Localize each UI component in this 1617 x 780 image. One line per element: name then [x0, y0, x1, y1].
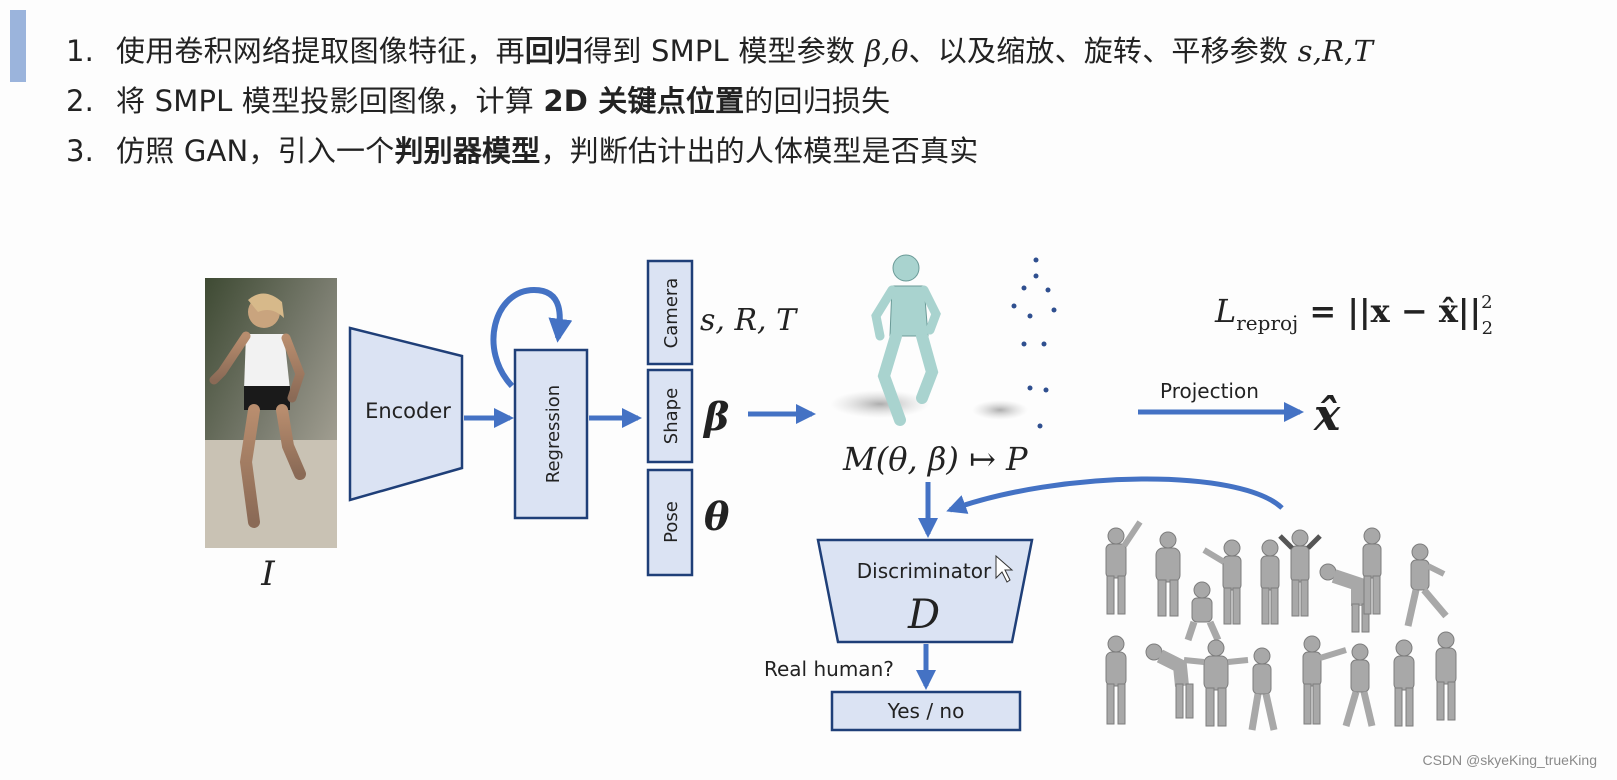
projected-keypoints-symbol: x̂	[1313, 390, 1341, 441]
loss-subscript: reproj	[1236, 311, 1298, 335]
bullet-text: 将 SMPL 模型投影回图像，计算	[116, 84, 544, 118]
mesh-figure	[1155, 531, 1181, 617]
real-human-dataset	[1105, 520, 1457, 731]
bullet-text: 、以及缩放、旋转、平移参数	[908, 34, 1298, 68]
mesh-figure	[1393, 639, 1415, 727]
image-label: I	[260, 554, 275, 594]
accent-bar	[10, 10, 26, 82]
regression-label: Regression	[543, 385, 564, 483]
bullet-text: 使用卷积网络提取图像特征，再	[116, 34, 525, 68]
model-equation: M(θ, β) ↦ P	[842, 440, 1028, 478]
loss-lhs: L	[1214, 292, 1236, 330]
bullet-text: 仿照 GAN，引入一个	[116, 134, 395, 168]
bullet-3: 3. 仿照 GAN，引入一个判别器模型，判断估计出的人体模型是否真实	[66, 126, 1373, 176]
discriminator-block	[816, 538, 1034, 644]
mesh-figure	[1342, 643, 1376, 727]
output-block	[830, 690, 1022, 732]
mesh-figure	[1362, 527, 1382, 615]
bullet-number: 3.	[66, 134, 95, 168]
arrow-dataset-discriminator	[946, 476, 1284, 514]
pose-block	[646, 468, 694, 577]
keypoints-2d	[1011, 257, 1057, 429]
watermark: CSDN @skyeKing_trueKing	[1422, 752, 1597, 768]
bullet-1: 1. 使用卷积网络提取图像特征，再回归得到 SMPL 模型参数 β,θ、以及缩放、…	[66, 26, 1373, 76]
mesh-figure	[1319, 563, 1370, 633]
bullet-text: 得到 SMPL 模型参数	[583, 34, 865, 68]
mesh-figure	[1183, 639, 1249, 727]
input-image	[205, 278, 337, 548]
mesh-figure	[1278, 529, 1322, 617]
cursor-icon	[995, 554, 1014, 583]
mesh-figure	[1184, 581, 1222, 642]
loss-superscript: 2	[1481, 292, 1492, 313]
mesh-figure	[1248, 647, 1278, 731]
bullet-text: ，判断估计出的人体模型是否真实	[540, 134, 979, 168]
mesh-figure	[1260, 539, 1280, 625]
bullet-2: 2. 将 SMPL 模型投影回图像，计算 2D 关键点位置的回归损失	[66, 76, 1373, 126]
mesh-figure	[1404, 543, 1449, 627]
loss-subscript-2: 2	[1482, 318, 1493, 339]
shape-block	[646, 368, 694, 464]
encoder-block	[348, 326, 464, 502]
mesh-figure	[1145, 643, 1194, 719]
math-beta-theta: β,θ	[864, 34, 909, 68]
pose-label: Pose	[661, 501, 682, 543]
bullet-list: 1. 使用卷积网络提取图像特征，再回归得到 SMPL 模型参数 β,θ、以及缩放、…	[66, 26, 1373, 176]
smpl-mesh-figure	[830, 254, 1028, 426]
bullet-number: 2.	[66, 84, 95, 118]
mesh-figure	[1105, 635, 1127, 725]
regression-block	[513, 348, 589, 520]
bullet-number: 1.	[66, 34, 95, 68]
pose-param: θ	[704, 494, 730, 539]
mesh-figure	[1435, 631, 1457, 721]
camera-block	[646, 259, 694, 366]
bullet-bold: 判别器模型	[394, 134, 541, 168]
encoder-label: Encoder	[365, 399, 451, 423]
real-human-label: Real human?	[764, 657, 894, 681]
iterative-loop-arrow	[490, 286, 573, 389]
bullet-text: 的回归损失	[744, 84, 891, 118]
camera-label: Camera	[661, 278, 682, 349]
shape-param: β	[702, 394, 729, 439]
discriminator-label: Discriminator	[857, 559, 992, 583]
mesh-figure	[1202, 539, 1242, 625]
loss-rhs: = ||x − x̂||	[1298, 292, 1481, 330]
bullet-bold: 2D 关键点位置	[543, 84, 745, 118]
output-label: Yes / no	[887, 699, 965, 723]
projection-label: Projection	[1160, 379, 1259, 403]
math-s-r-t: s,R,T	[1297, 34, 1374, 68]
discriminator-symbol: D	[907, 592, 940, 638]
reprojection-loss: Lreproj = ||x − x̂||2 2	[1214, 292, 1493, 339]
camera-param: s, R, T	[700, 303, 798, 338]
bullet-bold: 回归	[524, 34, 584, 68]
shape-label: Shape	[661, 388, 682, 444]
mesh-figure	[1105, 520, 1143, 615]
mesh-figure	[1302, 635, 1347, 725]
